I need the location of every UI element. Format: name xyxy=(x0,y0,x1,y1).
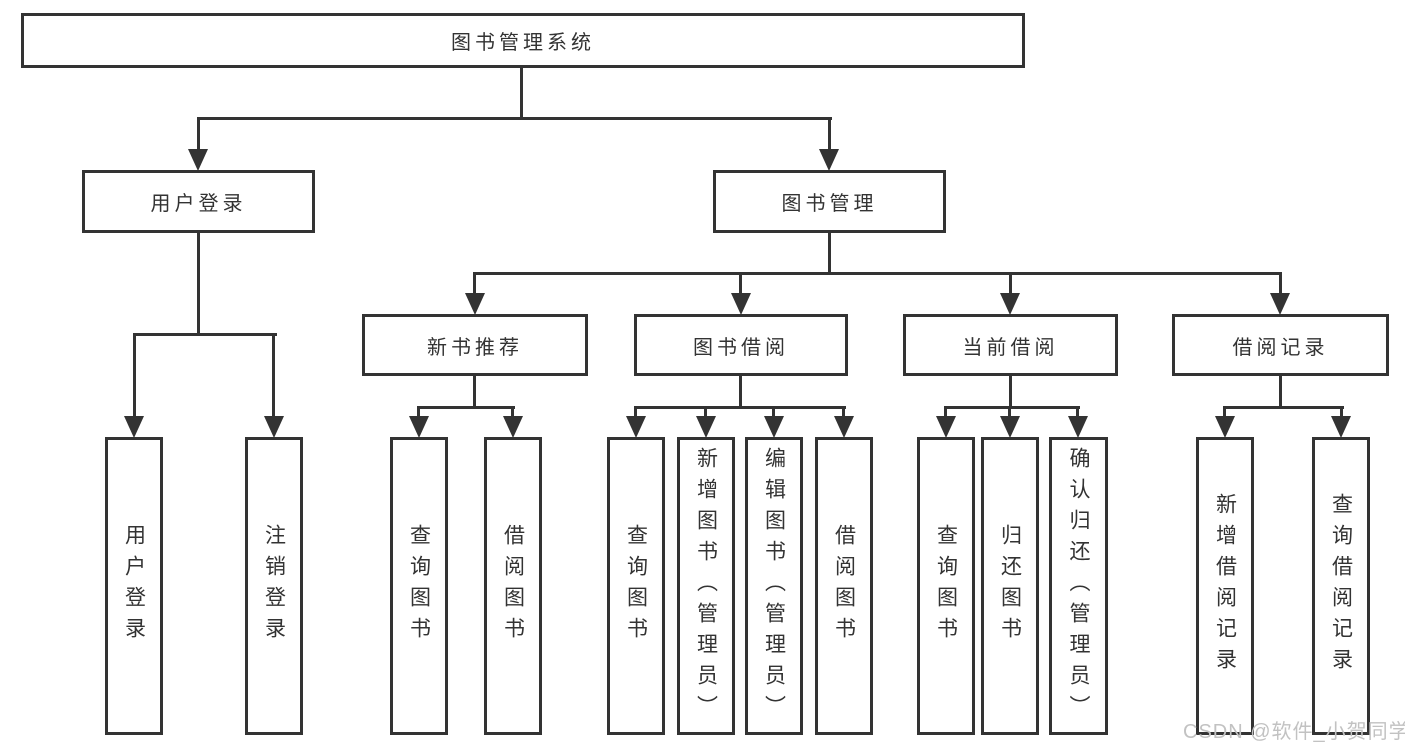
connector-line xyxy=(944,406,1080,409)
arrowhead-down-icon xyxy=(1000,416,1020,438)
node-logout: 注销登录 xyxy=(245,437,303,735)
arrowhead-down-icon xyxy=(936,416,956,438)
connector-line xyxy=(739,274,742,296)
node-label: 新增图书（管理员） xyxy=(694,446,718,726)
connector-line xyxy=(634,406,846,409)
node-confirm-return-admin: 确认归还（管理员） xyxy=(1049,437,1108,735)
arrowhead-down-icon xyxy=(819,149,839,171)
arrowhead-down-icon xyxy=(503,416,523,438)
connector-line xyxy=(520,67,523,118)
node-label: 新书推荐 xyxy=(427,336,523,359)
connector-line xyxy=(133,333,277,336)
arrowhead-down-icon xyxy=(1000,293,1020,315)
node-new-book-recommendation: 新书推荐 xyxy=(362,314,588,376)
connector-line xyxy=(739,376,742,408)
connector-line xyxy=(473,274,476,296)
node-label: 借阅图书 xyxy=(501,524,525,648)
connector-line xyxy=(772,408,775,420)
node-query-borrow-record: 查询借阅记录 xyxy=(1312,437,1370,735)
node-label: 确认归还（管理员） xyxy=(1067,446,1090,726)
arrowhead-down-icon xyxy=(1068,416,1088,438)
node-borrow-books: 借阅图书 xyxy=(815,437,873,735)
connector-line xyxy=(197,233,200,336)
node-borrow-books-recommend: 借阅图书 xyxy=(484,437,542,735)
node-label: 查询图书 xyxy=(624,524,648,648)
connector-line xyxy=(272,335,275,419)
node-label: 图书管理系统 xyxy=(451,32,595,54)
csdn-watermark: CSDN @软件_小贺同学 xyxy=(1183,721,1405,743)
node-return-books: 归还图书 xyxy=(981,437,1039,735)
node-label: 查询图书 xyxy=(407,524,431,648)
arrowhead-down-icon xyxy=(1215,416,1235,438)
node-query-books-recommend: 查询图书 xyxy=(390,437,448,735)
node-edit-books-admin: 编辑图书（管理员） xyxy=(745,437,803,735)
arrowhead-down-icon xyxy=(696,416,716,438)
arrowhead-down-icon xyxy=(465,293,485,315)
node-label: 注销登录 xyxy=(262,524,286,648)
connector-line xyxy=(1223,408,1226,420)
connector-line xyxy=(511,408,514,420)
node-label: 借阅记录 xyxy=(1232,336,1329,359)
node-label: 新增借阅记录 xyxy=(1213,493,1237,679)
connector-line xyxy=(1076,408,1079,420)
node-label: 归还图书 xyxy=(998,524,1022,648)
node-label: 图书管理 xyxy=(781,193,878,215)
arrowhead-down-icon xyxy=(264,416,284,438)
connector-line xyxy=(828,233,831,275)
arrowhead-down-icon xyxy=(626,416,646,438)
node-label: 用户登录 xyxy=(122,524,146,648)
connector-line xyxy=(1340,408,1343,420)
node-borrowing-records: 借阅记录 xyxy=(1172,314,1389,376)
node-label: 查询图书 xyxy=(934,524,958,648)
arrowhead-down-icon xyxy=(834,416,854,438)
connector-line xyxy=(704,408,707,420)
connector-line xyxy=(197,119,200,151)
node-user-login-branch: 用户登录 xyxy=(82,170,315,233)
node-add-borrow-record: 新增借阅记录 xyxy=(1196,437,1254,735)
arrowhead-down-icon xyxy=(764,416,784,438)
node-add-books-admin: 新增图书（管理员） xyxy=(677,437,735,735)
connector-line xyxy=(1009,274,1012,296)
arrowhead-down-icon xyxy=(188,149,208,171)
node-book-management: 图书管理 xyxy=(713,170,946,233)
arrowhead-down-icon xyxy=(124,416,144,438)
connector-line xyxy=(634,408,637,420)
node-book-borrowing: 图书借阅 xyxy=(634,314,848,376)
node-label: 查询借阅记录 xyxy=(1329,493,1353,679)
connector-line xyxy=(133,335,136,419)
connector-line xyxy=(842,408,845,420)
arrowhead-down-icon xyxy=(1331,416,1351,438)
arrowhead-down-icon xyxy=(1270,293,1290,315)
node-current-borrowing: 当前借阅 xyxy=(903,314,1118,376)
connector-line xyxy=(1279,376,1282,408)
connector-line xyxy=(473,272,1282,275)
connector-line xyxy=(417,408,420,420)
node-label: 用户登录 xyxy=(150,193,247,215)
connector-line xyxy=(473,376,476,408)
connector-line xyxy=(197,117,832,120)
node-user-login: 用户登录 xyxy=(105,437,163,735)
node-query-books-borrowing: 查询图书 xyxy=(607,437,665,735)
connector-line xyxy=(1279,274,1282,296)
connector-line xyxy=(417,406,515,409)
node-library-management-system: 图书管理系统 xyxy=(21,13,1025,68)
arrowhead-down-icon xyxy=(731,293,751,315)
node-label: 编辑图书（管理员） xyxy=(762,446,786,726)
node-label: 图书借阅 xyxy=(693,336,789,359)
connector-line xyxy=(944,408,947,420)
arrowhead-down-icon xyxy=(409,416,429,438)
connector-line xyxy=(1009,376,1012,408)
connector-line xyxy=(1008,408,1011,420)
node-label: 当前借阅 xyxy=(962,336,1059,359)
connector-line xyxy=(828,119,831,151)
node-query-books-current: 查询图书 xyxy=(917,437,975,735)
node-label: 借阅图书 xyxy=(832,524,856,648)
connector-line xyxy=(1223,406,1344,409)
